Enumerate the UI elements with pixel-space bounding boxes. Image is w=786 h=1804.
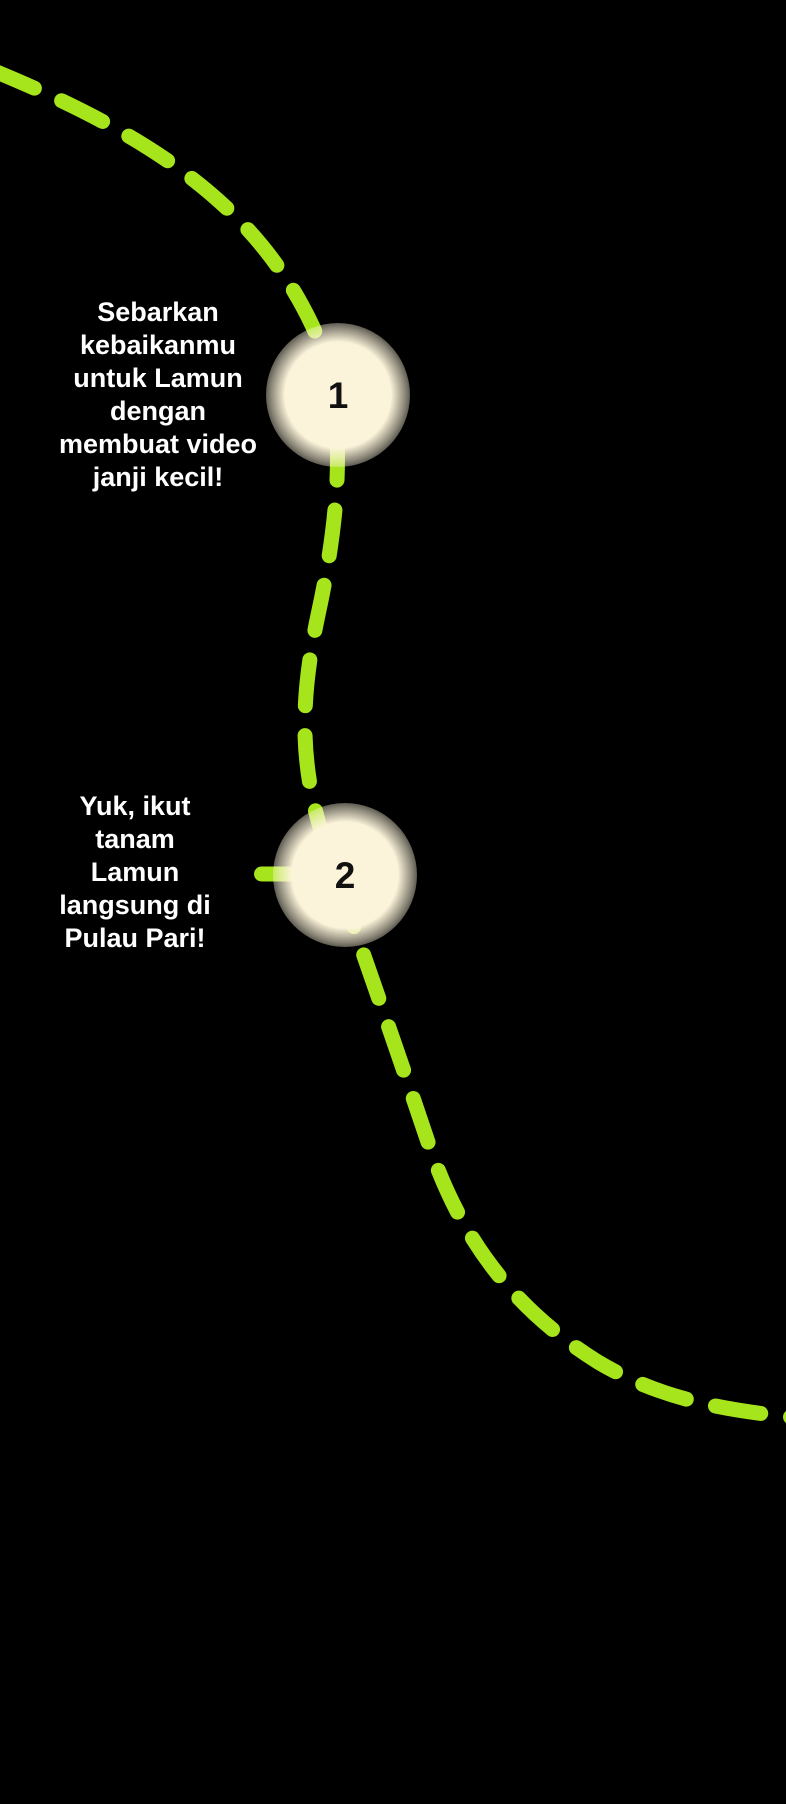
- step-label-2: Yuk, ikut tanam Lamun langsung di Pulau …: [59, 791, 211, 953]
- step-marker-1: 1: [266, 323, 410, 467]
- step-label-1: Sebarkan kebaikanmu untuk Lamun dengan m…: [58, 297, 258, 492]
- step-number-1: 1: [327, 374, 349, 416]
- step-number-2: 2: [334, 854, 356, 896]
- step-marker-2: 2: [273, 803, 417, 947]
- journey-path-line: [0, 65, 786, 1425]
